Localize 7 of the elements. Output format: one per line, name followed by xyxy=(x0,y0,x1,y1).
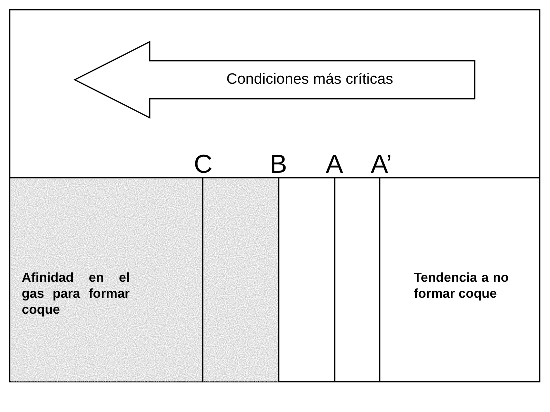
boundary-letter: A xyxy=(326,151,344,177)
zone-text: Tendencia a no formar coque xyxy=(414,270,509,302)
boundary-letter: C xyxy=(194,151,213,177)
boundary-letter: B xyxy=(270,151,288,177)
zone-text: Afinidad en el gas para formar coque xyxy=(22,270,130,318)
arrow-label: Condiciones más críticas xyxy=(155,71,465,89)
boundary-letter: A’ xyxy=(371,151,392,177)
